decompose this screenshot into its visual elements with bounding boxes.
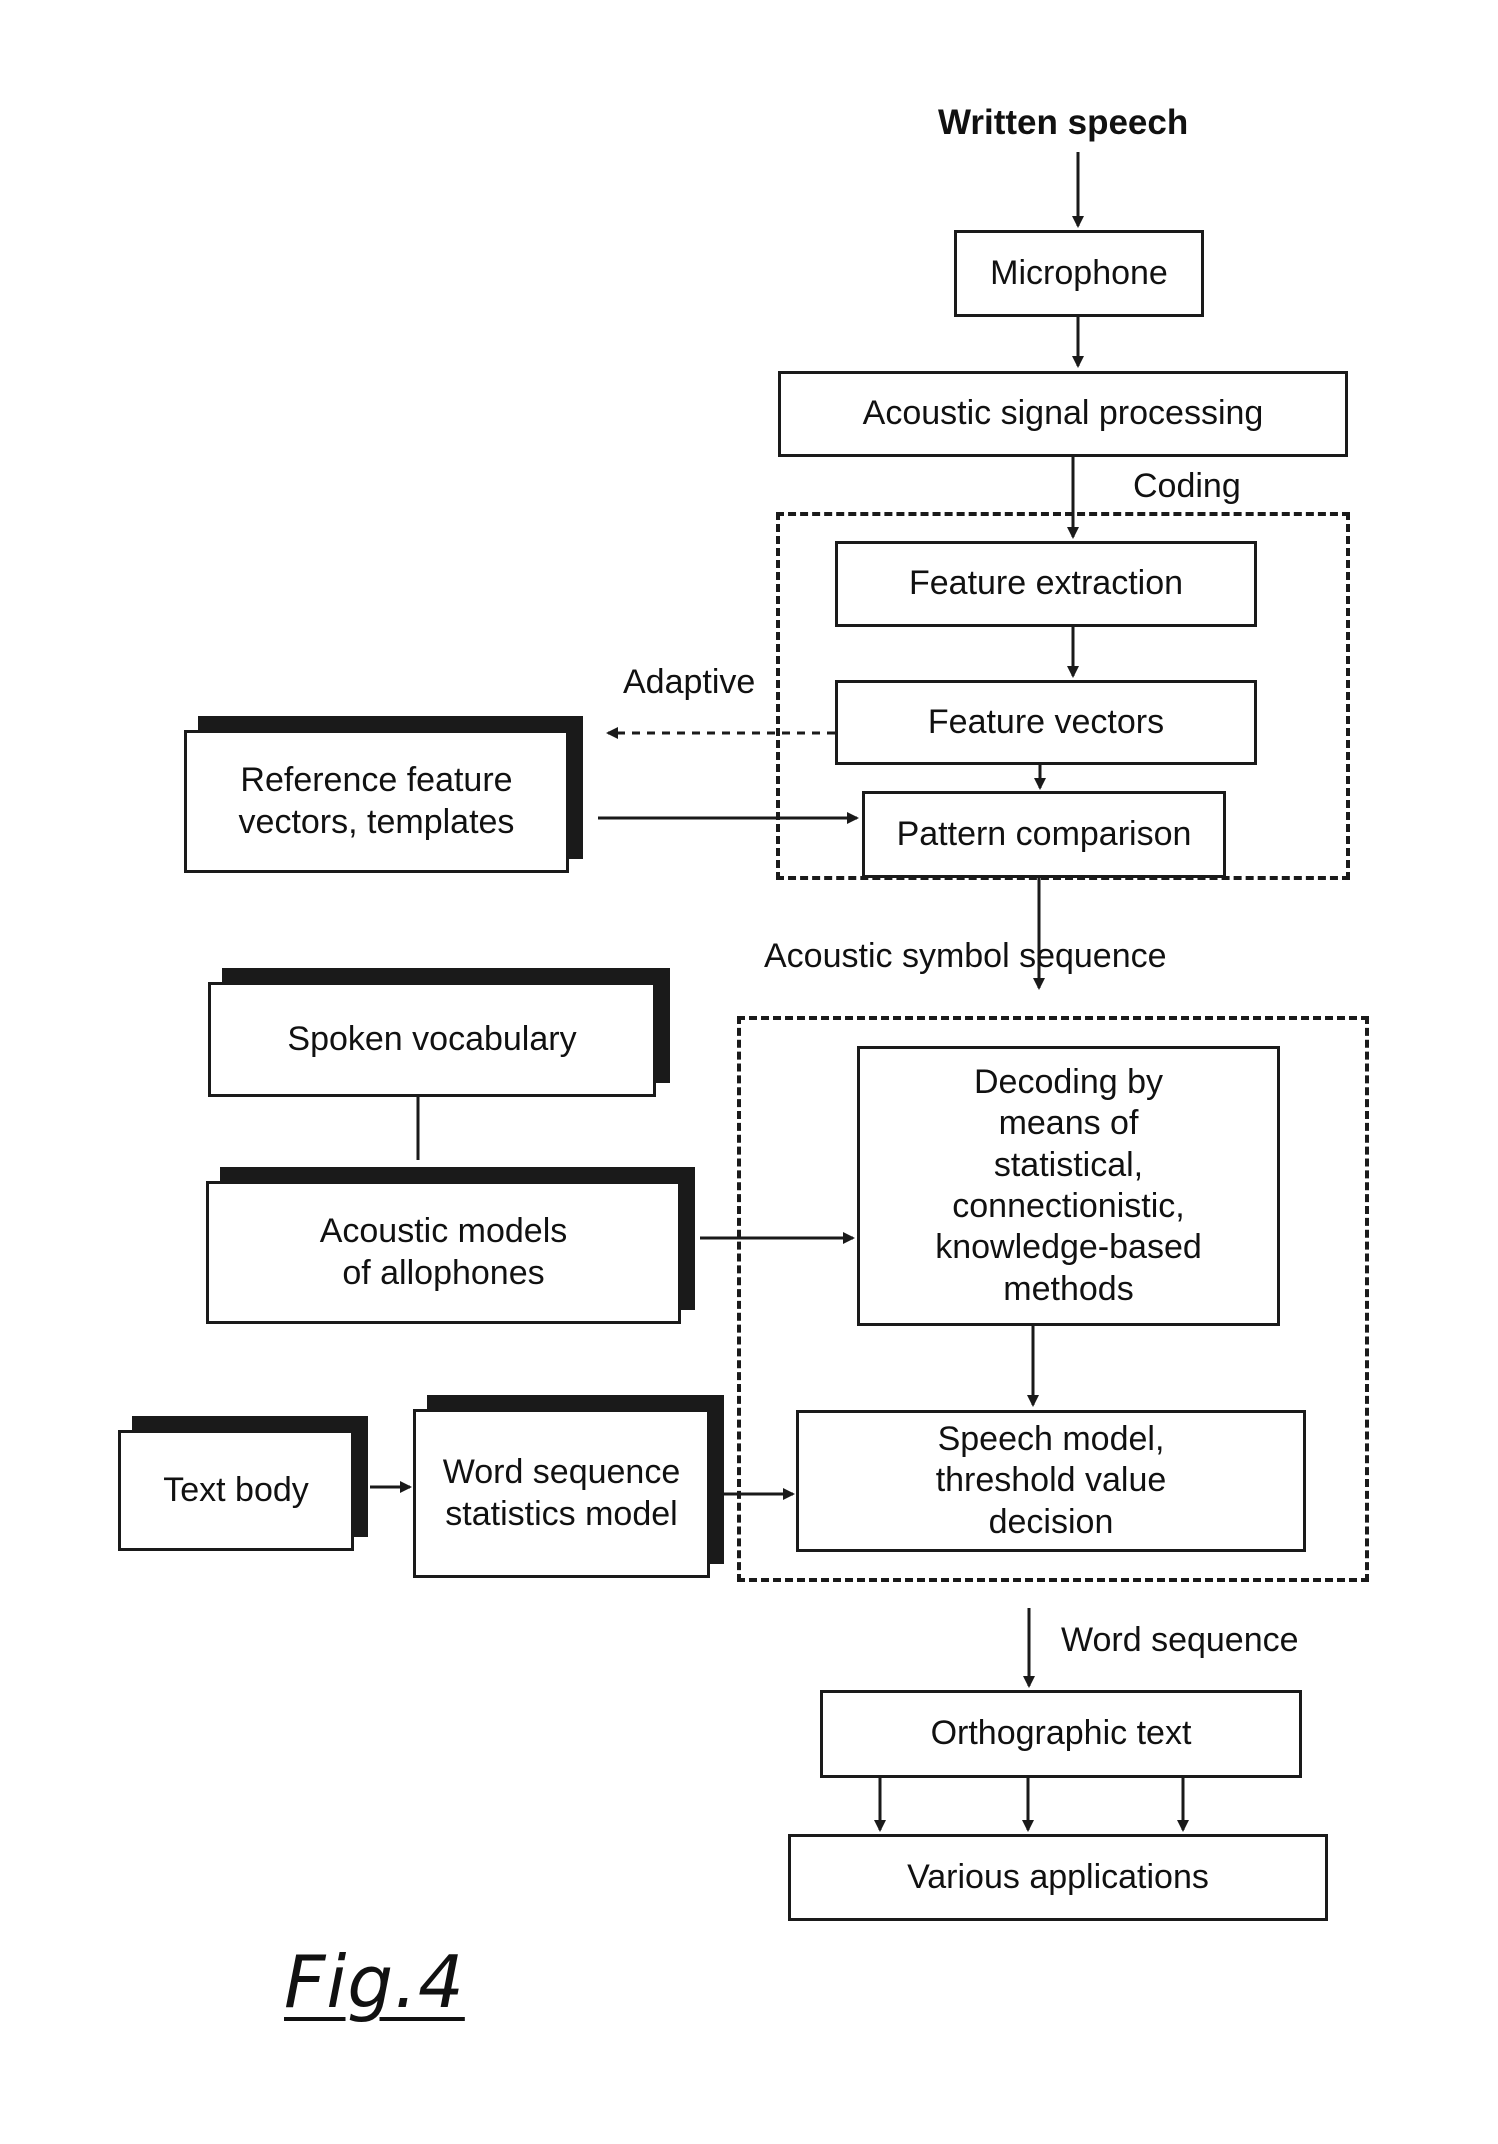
acoustic-symbol-sequence-label: Acoustic symbol sequence [764, 936, 1167, 977]
feature-vectors-box: Feature vectors [835, 680, 1257, 765]
various-applications-box: Various applications [788, 1834, 1328, 1921]
decoding-methods-box: Decoding by means of statistical, connec… [857, 1046, 1280, 1326]
figure-label: Fig.4 [284, 1940, 465, 2024]
acoustic-signal-processing-box: Acoustic signal processing [778, 371, 1348, 457]
speech-model-box: Speech model, threshold value decision [796, 1410, 1306, 1552]
diagram-title: Written speech [938, 102, 1188, 144]
spoken-vocabulary-box: Spoken vocabulary [208, 982, 656, 1097]
text-body-box: Text body [118, 1430, 354, 1551]
adaptive-label: Adaptive [623, 662, 755, 703]
word-sequence-statistics-box: Word sequence statistics model [413, 1409, 710, 1578]
coding-label: Coding [1133, 466, 1241, 507]
pattern-comparison-box: Pattern comparison [862, 791, 1226, 878]
microphone-box: Microphone [954, 230, 1204, 317]
orthographic-text-box: Orthographic text [820, 1690, 1302, 1778]
acoustic-models-box: Acoustic models of allophones [206, 1181, 681, 1324]
reference-feature-vectors-box: Reference feature vectors, templates [184, 730, 569, 873]
word-sequence-label: Word sequence [1061, 1620, 1299, 1661]
feature-extraction-box: Feature extraction [835, 541, 1257, 627]
